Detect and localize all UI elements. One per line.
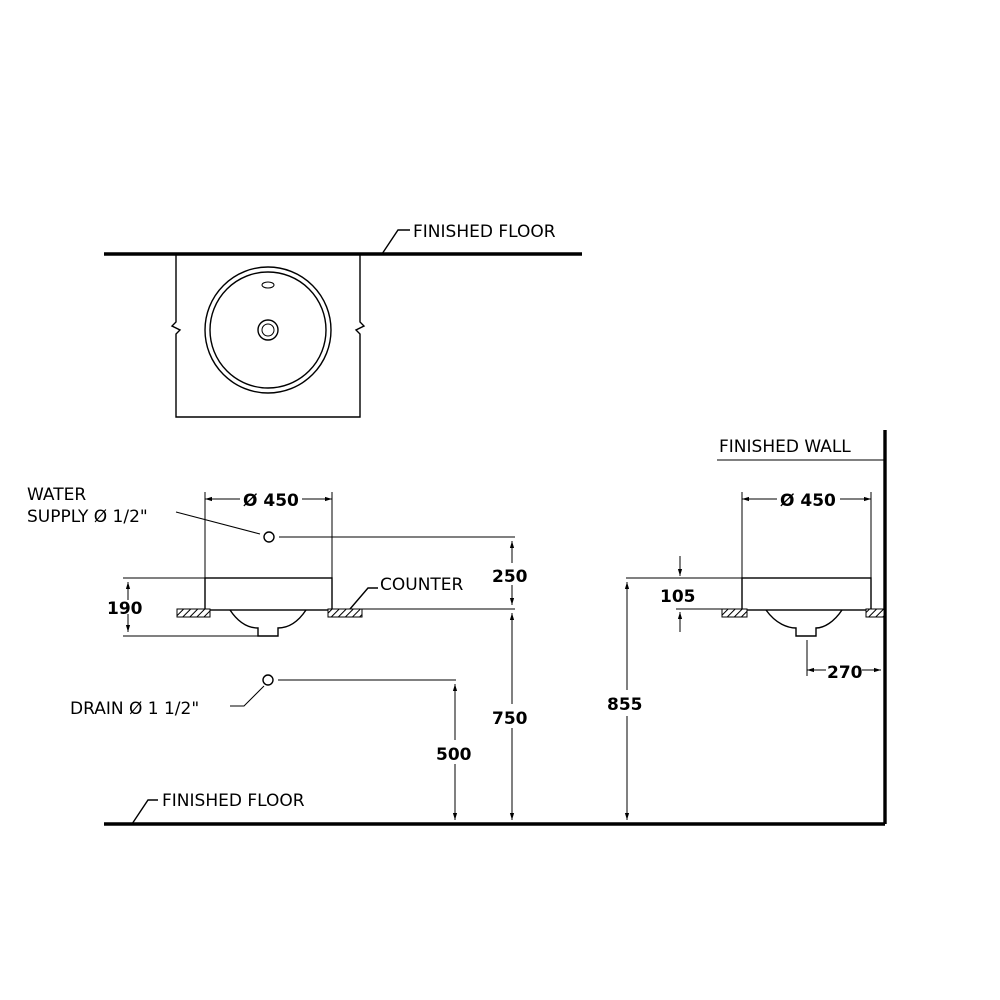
side-counter-right <box>865 608 885 618</box>
plan-view: FINISHED FLOOR <box>104 222 582 418</box>
side-dim-855: 855 <box>607 695 643 715</box>
front-basin-bowl <box>229 609 307 637</box>
front-dim-750: 750 <box>492 709 528 729</box>
plan-drain-outer <box>257 319 279 341</box>
front-water-leader <box>175 511 261 535</box>
side-dim-105: 105 <box>660 587 696 607</box>
front-counter-label: COUNTER <box>380 575 464 595</box>
front-drain-label: DRAIN Ø 1 1/2" <box>70 699 199 719</box>
side-basin-bowl <box>765 609 843 637</box>
front-drain-leader <box>230 685 265 707</box>
side-diameter-label: Ø 450 <box>780 491 836 511</box>
front-dim-500: 500 <box>436 745 472 765</box>
plan-finished-floor-label: FINISHED FLOOR <box>413 222 556 242</box>
front-counter-right <box>327 608 363 618</box>
front-diameter-label: Ø 450 <box>243 491 299 511</box>
front-water-label-1: WATER <box>27 485 86 505</box>
plan-basin-outer <box>204 266 332 394</box>
plan-basin-inner <box>209 271 327 389</box>
plan-overflow <box>261 281 275 289</box>
front-view: Ø 450 COUNTER WATER SUPPLY Ø 1/2" 190 25… <box>27 485 885 826</box>
side-counter-left <box>721 608 748 618</box>
front-water-label-2: SUPPLY Ø 1/2" <box>27 507 148 527</box>
plan-floor-leader <box>381 229 410 255</box>
front-floor-leader <box>131 799 158 825</box>
plan-drain-inner <box>261 323 275 337</box>
front-dim-250: 250 <box>492 567 528 587</box>
side-dim-270: 270 <box>827 663 863 683</box>
front-drain-point <box>262 674 274 686</box>
side-basin-rim <box>741 577 872 611</box>
front-counter-leader <box>349 587 378 610</box>
front-counter-left <box>176 608 211 618</box>
front-finished-floor-label: FINISHED FLOOR <box>162 791 305 811</box>
side-finished-wall-label: FINISHED WALL <box>719 437 851 457</box>
front-water-supply-point <box>263 531 275 543</box>
plan-counter-outline <box>170 254 366 418</box>
front-basin-rim <box>204 577 333 611</box>
front-dim-190: 190 <box>107 599 143 619</box>
side-view: FINISHED WALL Ø 450 105 855 270 <box>607 430 887 824</box>
